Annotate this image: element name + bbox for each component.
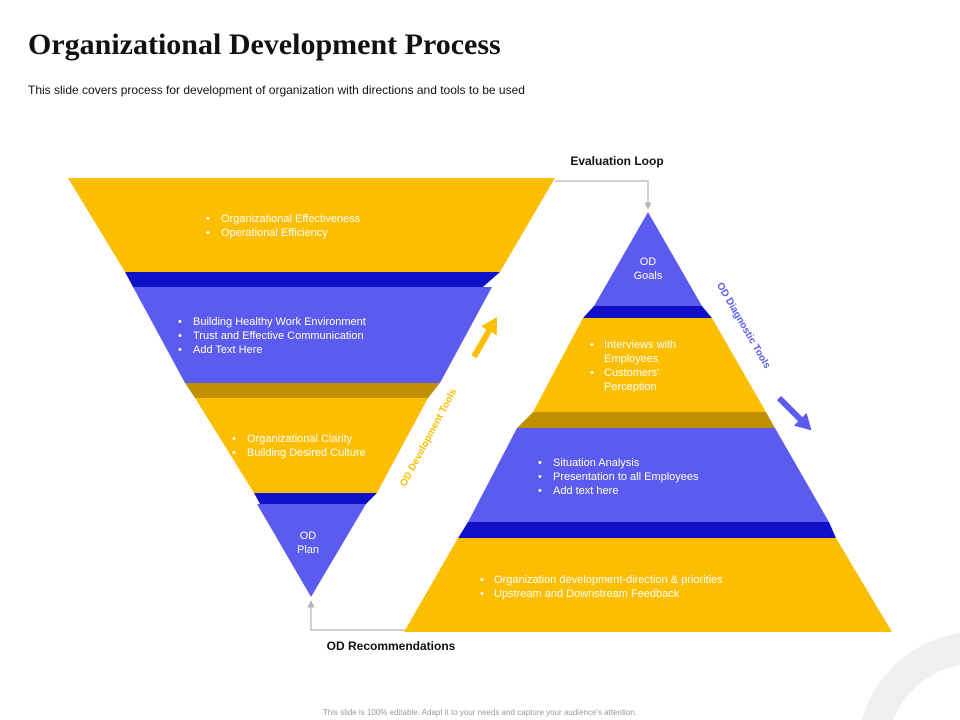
pyramid-tip <box>594 212 702 306</box>
funnel-tier-3-item: Building Desired Culture <box>247 447 366 459</box>
funnel-tier-2-list: • Building Healthy Work Environment • Tr… <box>178 316 366 356</box>
bullet: • <box>232 433 236 445</box>
bullet: • <box>178 330 182 342</box>
funnel-tier-2-item: Building Healthy Work Environment <box>193 316 366 328</box>
pyramid-tip-line: OD <box>640 256 657 268</box>
down-arrow-icon <box>776 395 812 431</box>
pyramid-tier-4-item: Upstream and Downstream Feedback <box>494 588 680 600</box>
bullet: • <box>206 227 210 239</box>
bullet: • <box>480 574 484 586</box>
pyramid-tip-text: OD Goals <box>634 256 663 282</box>
bullet: • <box>178 316 182 328</box>
bullet: • <box>480 588 484 600</box>
bullet: • <box>178 344 182 356</box>
pyramid-tier-3-list: • Situation Analysis • Presentation to a… <box>538 457 699 497</box>
pyramid-tier-3-item: Situation Analysis <box>553 457 640 469</box>
pyramid-tier-2-line: Perception <box>604 381 657 393</box>
funnel-tier-3 <box>195 398 428 493</box>
funnel-tier-2-item: Trust and Effective Communication <box>193 330 364 342</box>
funnel-tip <box>257 504 366 597</box>
funnel-tier-3-item: Organizational Clarity <box>247 433 353 445</box>
evaluation-loop-label: Evaluation Loop <box>570 154 663 168</box>
od-recommendations-arrow <box>307 600 408 631</box>
funnel-band-3 <box>254 493 377 504</box>
pyramid-tier-4 <box>404 538 892 632</box>
pyramid-band-1 <box>583 306 712 318</box>
funnel-tier-1 <box>68 178 555 272</box>
pyramid-tier-2-line: Customers' <box>604 367 659 379</box>
decorative-arc <box>862 633 960 720</box>
pyramid-tier-2-list: • Interviews with Employees • Customers'… <box>590 339 676 393</box>
up-arrow-icon <box>471 316 497 359</box>
bullet: • <box>590 367 594 379</box>
bullet: • <box>538 457 542 469</box>
pyramid-tip-line: Goals <box>634 270 663 282</box>
funnel-tier-1-list: • Organizational Effectiveness • Operati… <box>206 213 361 239</box>
od-recommendations-label: OD Recommendations <box>327 639 456 653</box>
pyramid-tier-3 <box>468 428 829 522</box>
pyramid-band-3 <box>458 522 836 538</box>
funnel-band-2 <box>185 383 440 398</box>
funnel-tier-3-list: • Organizational Clarity • Building Desi… <box>232 433 366 459</box>
pyramid-tier-4-list: • Organization development-direction & p… <box>480 574 723 600</box>
funnel-tip-line: Plan <box>297 544 319 556</box>
funnel-tier-2-item: Add Text Here <box>193 344 263 356</box>
pyramid-tier-2-line: Interviews with <box>604 339 676 351</box>
bullet: • <box>538 471 542 483</box>
funnel-tip-text: OD Plan <box>297 530 319 556</box>
page-title: Organizational Development Process <box>28 28 501 61</box>
pyramid-tier-3-item: Add text here <box>553 485 618 497</box>
footer-note: This slide is 100% editable. Adapt it to… <box>322 708 638 717</box>
pyramid-band-2 <box>517 412 775 428</box>
pyramid-tier-2-line: Employees <box>604 353 659 365</box>
pyramid-tier-3-item: Presentation to all Employees <box>553 471 699 483</box>
page-subtitle: This slide covers process for developmen… <box>28 83 525 97</box>
funnel-tier-1-item: Organizational Effectiveness <box>221 213 361 225</box>
bullet: • <box>590 339 594 351</box>
funnel-tip-line: OD <box>300 530 317 542</box>
pyramid-tier-4-item: Organization development-direction & pri… <box>494 574 723 586</box>
evaluation-loop-arrow <box>555 180 652 210</box>
bullet: • <box>206 213 210 225</box>
bullet: • <box>538 485 542 497</box>
pyramid-tier-2 <box>533 318 766 412</box>
funnel-tier-2 <box>133 287 492 383</box>
bullet: • <box>232 447 236 459</box>
funnel-band-1 <box>125 272 500 287</box>
funnel-tier-1-item: Operational Efficiency <box>221 227 328 239</box>
